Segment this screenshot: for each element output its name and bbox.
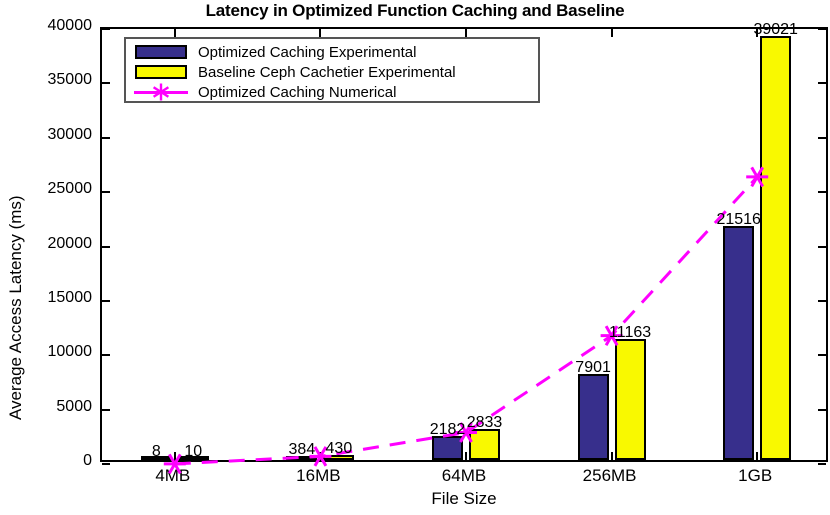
legend-swatch-blue-icon — [130, 43, 192, 61]
y-tick-label: 30000 — [47, 125, 93, 143]
x-tick-mark — [756, 452, 759, 460]
bar-value-label: 39021 — [753, 20, 798, 38]
bar[interactable] — [469, 429, 500, 460]
y-tick-label: 20000 — [47, 234, 93, 252]
bar[interactable] — [723, 226, 755, 460]
y-tick-mark — [818, 299, 826, 302]
bar[interactable] — [614, 338, 646, 460]
y-tick-mark — [818, 463, 826, 465]
bar-value-label: 21516 — [716, 211, 761, 228]
y-tick-mark — [102, 463, 110, 465]
y-tick-mark — [818, 28, 826, 30]
legend-item-optimized-caching-numerical[interactable]: Optimized Caching Numerical — [130, 82, 534, 102]
y-tick-mark — [818, 245, 826, 248]
x-tick-mark — [465, 29, 467, 37]
bar[interactable] — [760, 35, 792, 460]
y-tick-label: 35000 — [47, 71, 93, 89]
x-tick-label: 4MB — [155, 466, 191, 485]
x-tick-mark — [465, 452, 467, 460]
legend-line-star-icon — [130, 83, 192, 101]
legend-item-optimized-caching-experimental[interactable]: Optimized Caching Experimental — [130, 42, 534, 62]
y-tick-label: 15000 — [47, 288, 93, 306]
y-tick-mark — [818, 408, 826, 411]
y-tick-label: 10000 — [47, 343, 93, 361]
x-tick-label: 256MB — [582, 466, 637, 485]
y-tick-mark — [102, 245, 110, 248]
y-tick-label: 0 — [83, 452, 92, 469]
y-tick-mark — [818, 191, 826, 194]
chart-title: Latency in Optimized Function Caching an… — [205, 1, 625, 20]
y-tick-label: 40000 — [47, 17, 93, 34]
legend-swatch-yellow-icon — [130, 63, 192, 81]
y-tick-mark — [818, 354, 826, 357]
y-tick-mark — [102, 191, 110, 194]
y-tick-mark — [102, 354, 110, 357]
bar-value-label: 2833 — [466, 414, 503, 432]
bar-value-label: 8 — [151, 443, 161, 460]
bar-value-label: 2182 — [429, 421, 466, 439]
x-axis-label: File Size — [431, 489, 497, 508]
x-tick-mark — [610, 452, 613, 460]
bar-value-label: 384 — [288, 440, 316, 458]
x-tick-label: 1GB — [738, 466, 773, 485]
y-tick-mark — [818, 136, 826, 139]
y-tick-mark — [102, 299, 110, 302]
y-tick-label: 5000 — [56, 397, 92, 415]
bar-value-label: 430 — [325, 440, 353, 458]
x-tick-mark — [319, 29, 322, 37]
y-tick-mark — [818, 82, 826, 85]
y-tick-mark — [102, 82, 110, 85]
bar-value-label: 11163 — [609, 323, 652, 341]
bar[interactable] — [577, 374, 609, 460]
x-tick-label: 64MB — [441, 466, 487, 485]
y-tick-label: 25000 — [47, 180, 93, 198]
legend-label: Optimized Caching Numerical — [198, 83, 397, 101]
chart-legend[interactable]: Optimized Caching Experimental Baseline … — [124, 37, 540, 103]
y-tick-mark — [102, 136, 110, 139]
bar-value-label: 7901 — [575, 359, 611, 377]
legend-item-baseline-ceph-cachetier-experimental[interactable]: Baseline Ceph Cachetier Experimental — [130, 62, 534, 82]
legend-label: Optimized Caching Experimental — [198, 43, 417, 61]
x-tick-mark — [756, 29, 759, 37]
x-tick-mark — [173, 29, 176, 37]
y-tick-mark — [102, 408, 110, 411]
legend-label: Baseline Ceph Cachetier Experimental — [198, 63, 456, 81]
bar-value-label: 10 — [184, 443, 203, 460]
y-tick-mark — [102, 28, 110, 30]
bar[interactable] — [432, 436, 463, 460]
x-tick-label: 16MB — [296, 466, 341, 485]
y-axis-label: Average Access Latency (ms) — [6, 195, 25, 420]
x-tick-mark — [610, 29, 613, 37]
